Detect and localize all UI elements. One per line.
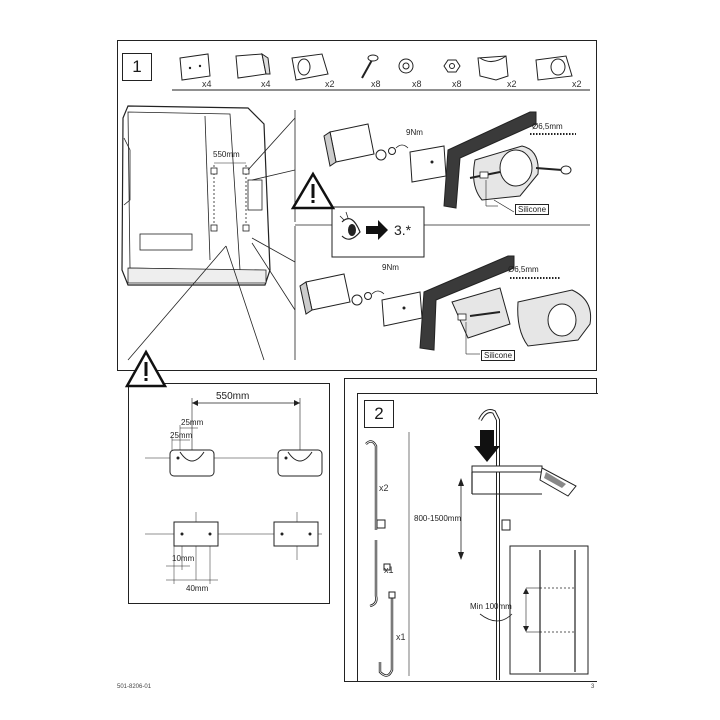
silicone-bottom-label: Silicone <box>481 350 516 361</box>
rubber-pad-part <box>235 52 271 79</box>
end-cap-part <box>535 55 573 81</box>
bottom-mount-detail <box>299 255 592 355</box>
angle-bracket-part <box>477 55 509 81</box>
step1-number: 1 <box>122 53 152 81</box>
qty-rubber-pad: x4 <box>261 79 271 89</box>
qty-washer: x8 <box>412 79 422 89</box>
dim-550-label: 550mm <box>216 391 250 402</box>
doc-code: 501-8206-01 <box>117 684 152 690</box>
dim-10-label: 10mm <box>172 554 195 563</box>
dim-25b-label: 25mm <box>170 431 193 440</box>
van-rear-illustration <box>121 105 271 286</box>
qty-mid-rail: x1 <box>384 565 394 575</box>
qty-angle-bracket: x2 <box>507 79 517 89</box>
dimension-panel <box>128 383 330 604</box>
arrow-down-icon <box>474 430 500 462</box>
qty-long-rail: x2 <box>379 483 389 493</box>
warning-icon <box>124 349 168 388</box>
silicone-top-label: Silicone <box>515 204 550 215</box>
van-spacing-label: 550mm <box>213 150 240 159</box>
eye-icon <box>339 211 361 240</box>
saw-icon <box>471 465 577 497</box>
arrow-right-icon <box>366 220 388 240</box>
qty-sleeve-bracket: x2 <box>325 79 335 89</box>
dim-25a-label: 25mm <box>181 418 204 427</box>
drill-top-label: Ø6,5mm <box>532 122 563 131</box>
qty-bolt: x8 <box>371 79 381 89</box>
drill-bottom-label: Ø6,5mm <box>508 265 539 274</box>
qty-nut: x8 <box>452 79 462 89</box>
step2-number: 2 <box>364 400 394 428</box>
flat-plate-part <box>179 53 211 81</box>
sleeve-bracket-part <box>291 53 329 81</box>
warning-icon <box>290 171 336 210</box>
qty-end-cap: x2 <box>572 79 582 89</box>
min-length-label: Min 100mm <box>470 602 512 611</box>
page-number: 3 <box>591 684 595 690</box>
see-step-label: 3.* <box>394 222 412 238</box>
top-mount-detail <box>323 111 576 213</box>
washer-part <box>398 58 414 74</box>
qty-short-rail: x1 <box>396 632 406 642</box>
nut-part <box>443 59 461 73</box>
qty-flat-plate: x4 <box>202 79 212 89</box>
torque-top-label: 9Nm <box>406 128 423 137</box>
range-label: 800-1500mm <box>414 514 462 523</box>
dim-40-label: 40mm <box>186 584 209 593</box>
torque-bottom-label: 9Nm <box>382 263 399 272</box>
bolt-part <box>361 54 379 79</box>
